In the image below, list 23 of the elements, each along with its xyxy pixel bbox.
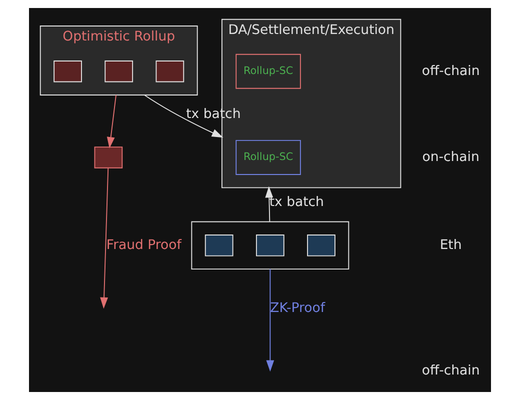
label: Eth [440, 238, 462, 253]
arrow [265, 186, 274, 222]
edge-label: tx batch [269, 194, 324, 210]
node-box: Rollup-SC [236, 54, 301, 89]
label: on-chain [422, 150, 480, 165]
arrow [106, 94, 117, 148]
node-box [204, 234, 234, 256]
cluster [191, 221, 350, 270]
edge-label: ZK-Proof [270, 300, 326, 316]
arrow [266, 268, 274, 372]
arrow [100, 168, 109, 309]
node-box [256, 234, 284, 256]
node-box [307, 234, 336, 256]
arrow [144, 94, 224, 138]
node-box: Rollup-SC [236, 140, 301, 175]
edge-label: Fraud Proof [106, 238, 182, 253]
label: off-chain [422, 364, 480, 379]
node-box [104, 60, 134, 82]
node-box [94, 146, 123, 168]
cluster: Optimistic Rollup [40, 26, 198, 96]
label: off-chain [422, 64, 480, 79]
node-box [54, 60, 82, 82]
node-box [156, 60, 184, 82]
